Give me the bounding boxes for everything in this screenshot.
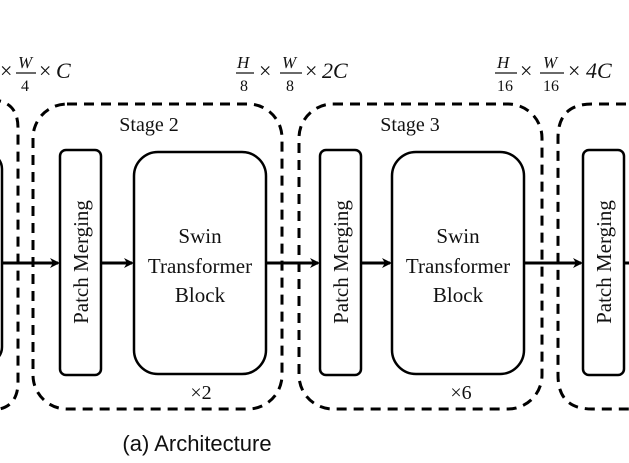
svg-text:×: × — [0, 58, 12, 83]
dim2-w-den: 8 — [286, 78, 294, 95]
dim2-h-num: H — [236, 53, 251, 72]
svg-text:×: × — [39, 58, 51, 83]
dim2-channels: 2C — [322, 58, 348, 83]
dim3-h-num: H — [496, 53, 511, 72]
stage2-dashed-border — [31, 102, 284, 411]
figure-caption: (a) Architecture — [122, 431, 271, 456]
dim2-w-num: W — [282, 53, 298, 72]
dim1-channels: C — [56, 58, 71, 83]
svg-text:×: × — [520, 58, 532, 83]
svg-text:×: × — [568, 58, 580, 83]
dim3-h-den: 16 — [497, 78, 513, 95]
stage3-dashed-border — [297, 102, 544, 411]
stage1-dashed-border — [0, 99, 20, 411]
stage3-block-line3: Block — [433, 283, 484, 307]
stage4-dashed-border — [556, 102, 629, 411]
stage3-repeat: ×6 — [450, 382, 471, 404]
dim1-w-den: 4 — [21, 78, 29, 95]
svg-text:×: × — [259, 58, 271, 83]
stage3-block-line1: Swin — [436, 224, 480, 248]
stage4-patch-merging-label: Patch Merging — [592, 200, 616, 324]
dim-label-stage3: H 16 × W 16 × 4C — [495, 53, 612, 95]
dim-label-stage2: H 8 × W 8 × 2C — [236, 53, 348, 95]
stage1-block-partial — [0, 158, 4, 358]
dim1-w-num: W — [18, 53, 34, 72]
stage2-patch-merging-label: Patch Merging — [69, 200, 93, 324]
stage2-block-line2: Transformer — [148, 254, 252, 278]
svg-text:×: × — [305, 58, 317, 83]
dim3-w-den: 16 — [543, 78, 559, 95]
stage2-repeat: ×2 — [190, 382, 211, 404]
dim3-channels: 4C — [586, 58, 612, 83]
stage3-patch-merging-label: Patch Merging — [329, 200, 353, 324]
dim-label-stage1: × W 4 × C — [0, 53, 71, 95]
stage3-block-line2: Transformer — [406, 254, 510, 278]
stage2-block-line3: Block — [175, 283, 226, 307]
dim2-h-den: 8 — [240, 78, 248, 95]
stage2-block-line1: Swin — [178, 224, 222, 248]
dim3-w-num: W — [543, 53, 559, 72]
stage3-label: Stage 3 — [380, 114, 439, 136]
stage2-label: Stage 2 — [119, 114, 178, 136]
